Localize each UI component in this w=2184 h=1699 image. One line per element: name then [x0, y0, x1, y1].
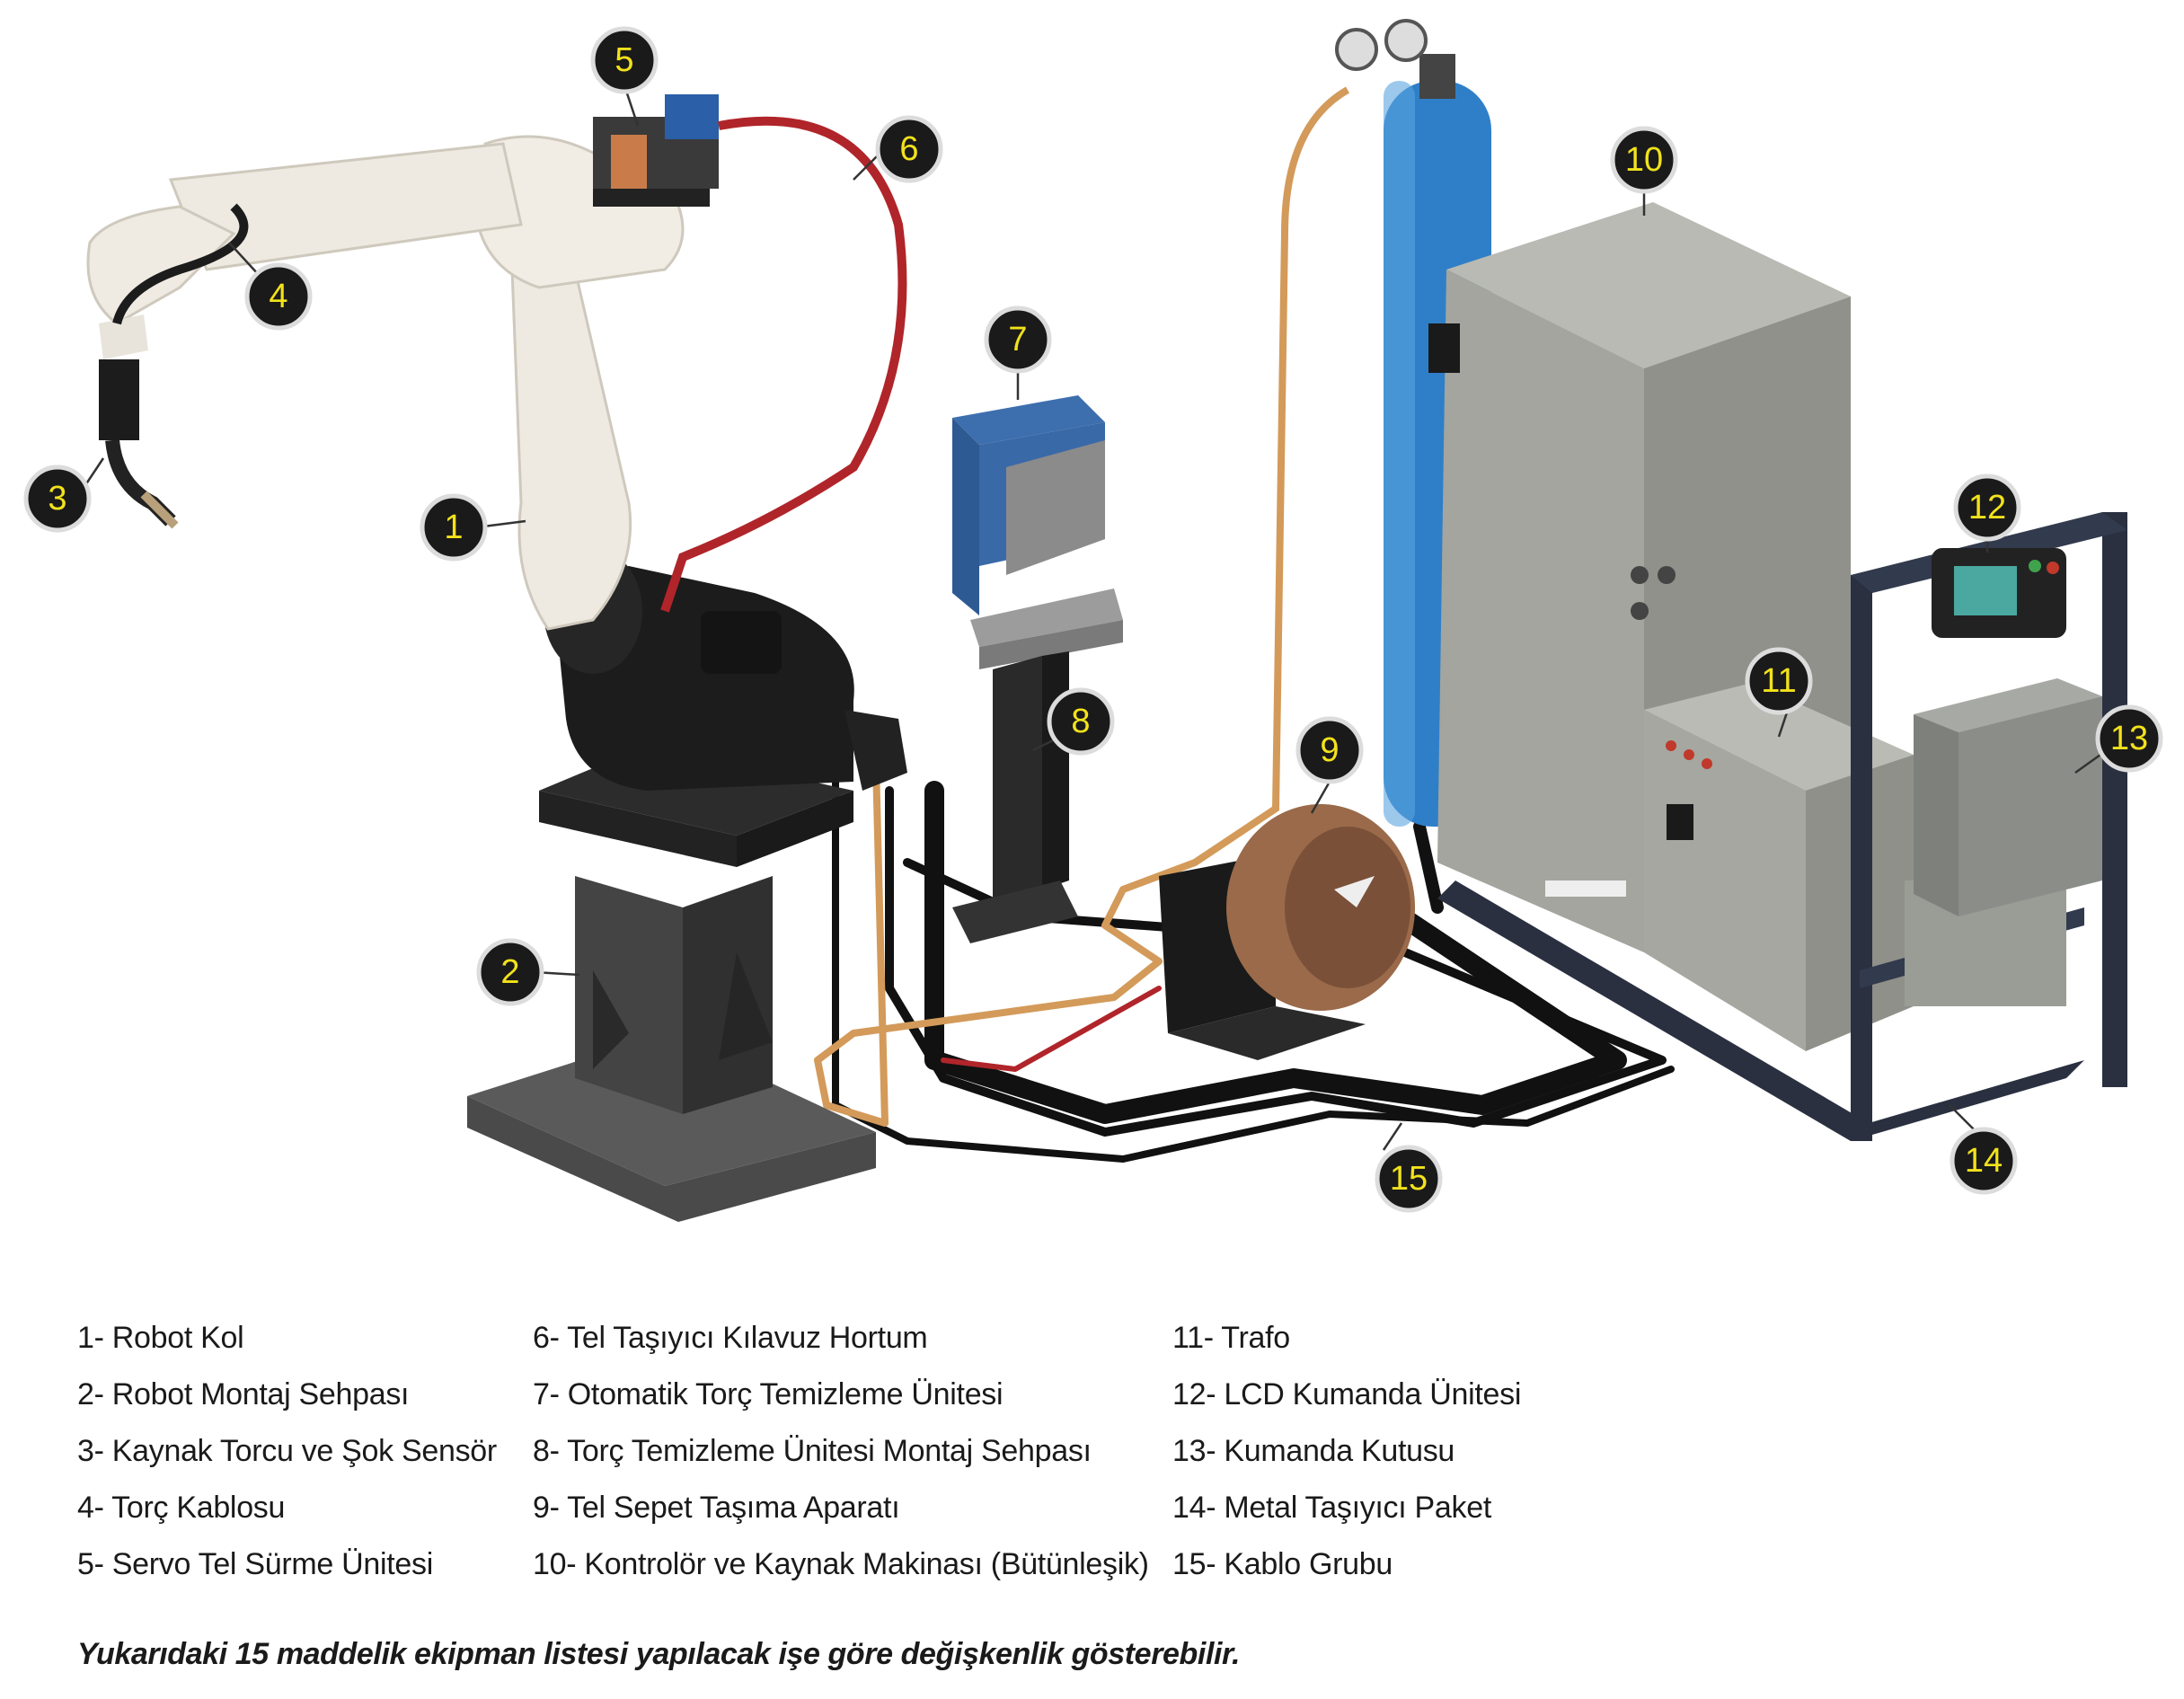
lcd-pendant: [1932, 548, 2066, 638]
footnote: Yukarıdaki 15 maddelik ekipman listesi y…: [77, 1637, 1241, 1671]
callout-3: 3: [23, 465, 92, 533]
callout-12: 12: [1953, 473, 2021, 542]
callout-11-number: 11: [1761, 662, 1796, 700]
callout-7-number: 7: [1008, 321, 1027, 358]
legend-item: 14- Metal Taşıyıcı Paket: [1172, 1491, 1491, 1525]
wire-feeder: [593, 94, 719, 207]
callout-9: 9: [1295, 716, 1364, 784]
robot-arm: [86, 135, 685, 631]
callout-12-number: 12: [1968, 489, 2006, 527]
callout-2: 2: [476, 938, 544, 1006]
transformer: [1644, 683, 1914, 1051]
legend-item: 9- Tel Sepet Taşıma Aparatı: [533, 1491, 900, 1525]
callout-2-number: 2: [500, 953, 519, 991]
legend-column-2: 6- Tel Taşıyıcı Kılavuz Hortum 7- Otomat…: [533, 1310, 1149, 1593]
callout-11: 11: [1745, 647, 1813, 715]
callout-10-number: 10: [1625, 141, 1663, 179]
callout-1-number: 1: [444, 509, 463, 546]
torch-cleaning-unit: [952, 395, 1123, 669]
callout-4: 4: [244, 262, 313, 331]
wire-basket-carrier: [1159, 804, 1415, 1060]
callout-15: 15: [1375, 1145, 1443, 1213]
cable-group: [814, 760, 1675, 1163]
callout-8: 8: [1047, 687, 1115, 756]
legend-item: 8- Torç Temizleme Ünitesi Montaj Sehpası: [533, 1434, 1092, 1468]
equipment-illustration: 1 2 3 4 5 6 7 8 9 10 11 12 13 14 15: [23, 19, 2163, 1222]
callout-3-number: 3: [48, 480, 66, 518]
callout-9-number: 9: [1320, 731, 1339, 769]
callout-10: 10: [1610, 126, 1678, 194]
legend-item: 15- Kablo Grubu: [1172, 1547, 1393, 1581]
callout-13: 13: [2095, 704, 2163, 773]
legend-item: 1- Robot Kol: [77, 1321, 244, 1355]
legend-column-1: 1- Robot Kol 2- Robot Montaj Sehpası 3- …: [77, 1310, 497, 1593]
callout-5: 5: [590, 26, 659, 94]
callout-5-number: 5: [615, 41, 633, 79]
legend-item: 2- Robot Montaj Sehpası: [77, 1377, 410, 1411]
callout-15-number: 15: [1390, 1160, 1428, 1198]
legend-item: 6- Tel Taşıyıcı Kılavuz Hortum: [533, 1321, 928, 1355]
legend-column-3: 11- Trafo 12- LCD Kumanda Ünitesi 13- Ku…: [1172, 1310, 1521, 1593]
callout-14: 14: [1950, 1127, 2018, 1195]
welding-torch: [99, 359, 179, 529]
callout-6: 6: [875, 115, 943, 183]
legend-item: 4- Torç Kablosu: [77, 1491, 286, 1525]
control-box: [1914, 678, 2102, 916]
callout-13-number: 13: [2110, 720, 2148, 757]
legend-item: 13- Kumanda Kutusu: [1172, 1434, 1455, 1468]
callout-6-number: 6: [899, 130, 918, 168]
legend-item: 10- Kontrolör ve Kaynak Makinası (Bütünl…: [533, 1547, 1149, 1581]
legend-item: 11- Trafo: [1172, 1321, 1290, 1355]
robot-stand: [467, 746, 876, 1222]
legend-item: 12- LCD Kumanda Ünitesi: [1172, 1377, 1522, 1411]
callout-14-number: 14: [1965, 1142, 2003, 1180]
callout-8-number: 8: [1071, 703, 1090, 740]
legend-item: 5- Servo Tel Sürme Ünitesi: [77, 1547, 433, 1581]
callout-7: 7: [984, 305, 1052, 374]
metal-frame: [1437, 512, 2127, 1141]
wire-guide-hose: [660, 116, 907, 613]
legend-item: 7- Otomatik Torç Temizleme Ünitesi: [533, 1377, 1004, 1411]
callout-4-number: 4: [269, 278, 287, 315]
legend-item: 3- Kaynak Torcu ve Şok Sensör: [77, 1434, 497, 1468]
torch-cleaning-stand: [952, 651, 1078, 943]
robot-base: [544, 548, 907, 791]
callout-1: 1: [420, 493, 488, 562]
